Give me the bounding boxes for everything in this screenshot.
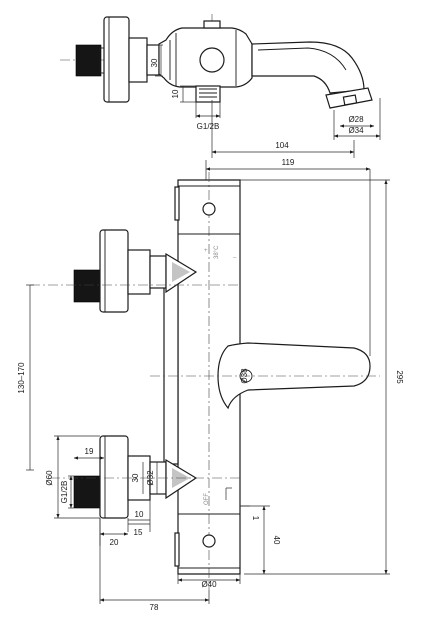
front-dim-295: 295 — [240, 179, 404, 575]
top-dim-30: 30 — [150, 44, 163, 77]
svg-text:130–170: 130–170 — [17, 362, 26, 394]
front-dim-10: 10 — [127, 500, 151, 532]
front-dim-78: 78 — [99, 518, 210, 612]
svg-text:38°C: 38°C — [214, 245, 220, 259]
svg-text:119: 119 — [282, 158, 295, 167]
front-dim-1: 1 — [240, 505, 260, 521]
top-connector-cap — [103, 16, 130, 103]
svg-text:Ø34: Ø34 — [348, 126, 364, 135]
front-view: 119 295 + 38°C – OFF — [17, 158, 404, 612]
front-dim-dia60: Ø60 — [45, 435, 100, 519]
svg-text:–: – — [233, 255, 237, 261]
svg-text:G1/2B: G1/2B — [60, 481, 69, 504]
front-dim-dia32: Ø32 — [146, 462, 158, 494]
svg-text:295: 295 — [395, 370, 404, 384]
top-dim-outlet: Ø28 Ø34 — [333, 98, 381, 140]
svg-text:Ø38: Ø38 — [240, 368, 249, 384]
connecting-pipe — [163, 283, 179, 465]
top-dim-104: 104 — [211, 100, 355, 158]
front-dim-119: 119 — [205, 158, 371, 180]
svg-text:30: 30 — [131, 473, 140, 482]
front-dim-19: 19 — [73, 447, 105, 460]
top-view: 30 10 G1/2B Ø28 Ø34 — [60, 14, 381, 158]
front-dim-15: 15 — [128, 523, 150, 537]
svg-text:Ø40: Ø40 — [201, 580, 217, 589]
svg-text:Ø32: Ø32 — [146, 470, 155, 486]
svg-text:OFF: OFF — [204, 493, 210, 505]
svg-text:40: 40 — [272, 536, 281, 545]
top-dim-10: 10 — [171, 85, 196, 103]
svg-text:19: 19 — [85, 447, 94, 456]
svg-text:78: 78 — [150, 603, 159, 612]
svg-text:104: 104 — [275, 141, 289, 150]
top-dim-thread: G1/2B — [195, 102, 221, 131]
front-dim-20: 20 — [99, 518, 129, 547]
front-dim-thread: G1/2B — [60, 475, 74, 509]
top-spout — [251, 41, 365, 94]
svg-text:10: 10 — [171, 89, 180, 98]
svg-text:+: + — [204, 248, 208, 254]
svg-text:Ø28: Ø28 — [348, 115, 364, 124]
top-outlet-thread — [195, 85, 221, 103]
top-inlet-thread — [75, 44, 102, 77]
lower-inlet — [73, 435, 198, 519]
svg-text:20: 20 — [110, 538, 119, 547]
front-dim-30: 30 — [131, 462, 144, 494]
front-dim-dia40: Ø40 — [177, 574, 241, 589]
svg-text:1: 1 — [251, 516, 260, 521]
upper-inlet — [73, 229, 198, 313]
front-dim-40: 40 — [240, 505, 281, 575]
front-dim-130-170: 130–170 — [17, 284, 34, 471]
svg-text:15: 15 — [134, 528, 143, 537]
bottom-screw — [202, 534, 216, 548]
svg-text:G1/2B: G1/2B — [197, 122, 220, 131]
svg-text:Ø60: Ø60 — [45, 470, 54, 486]
svg-text:30: 30 — [150, 58, 159, 67]
svg-text:10: 10 — [135, 510, 144, 519]
top-screw — [202, 202, 216, 216]
